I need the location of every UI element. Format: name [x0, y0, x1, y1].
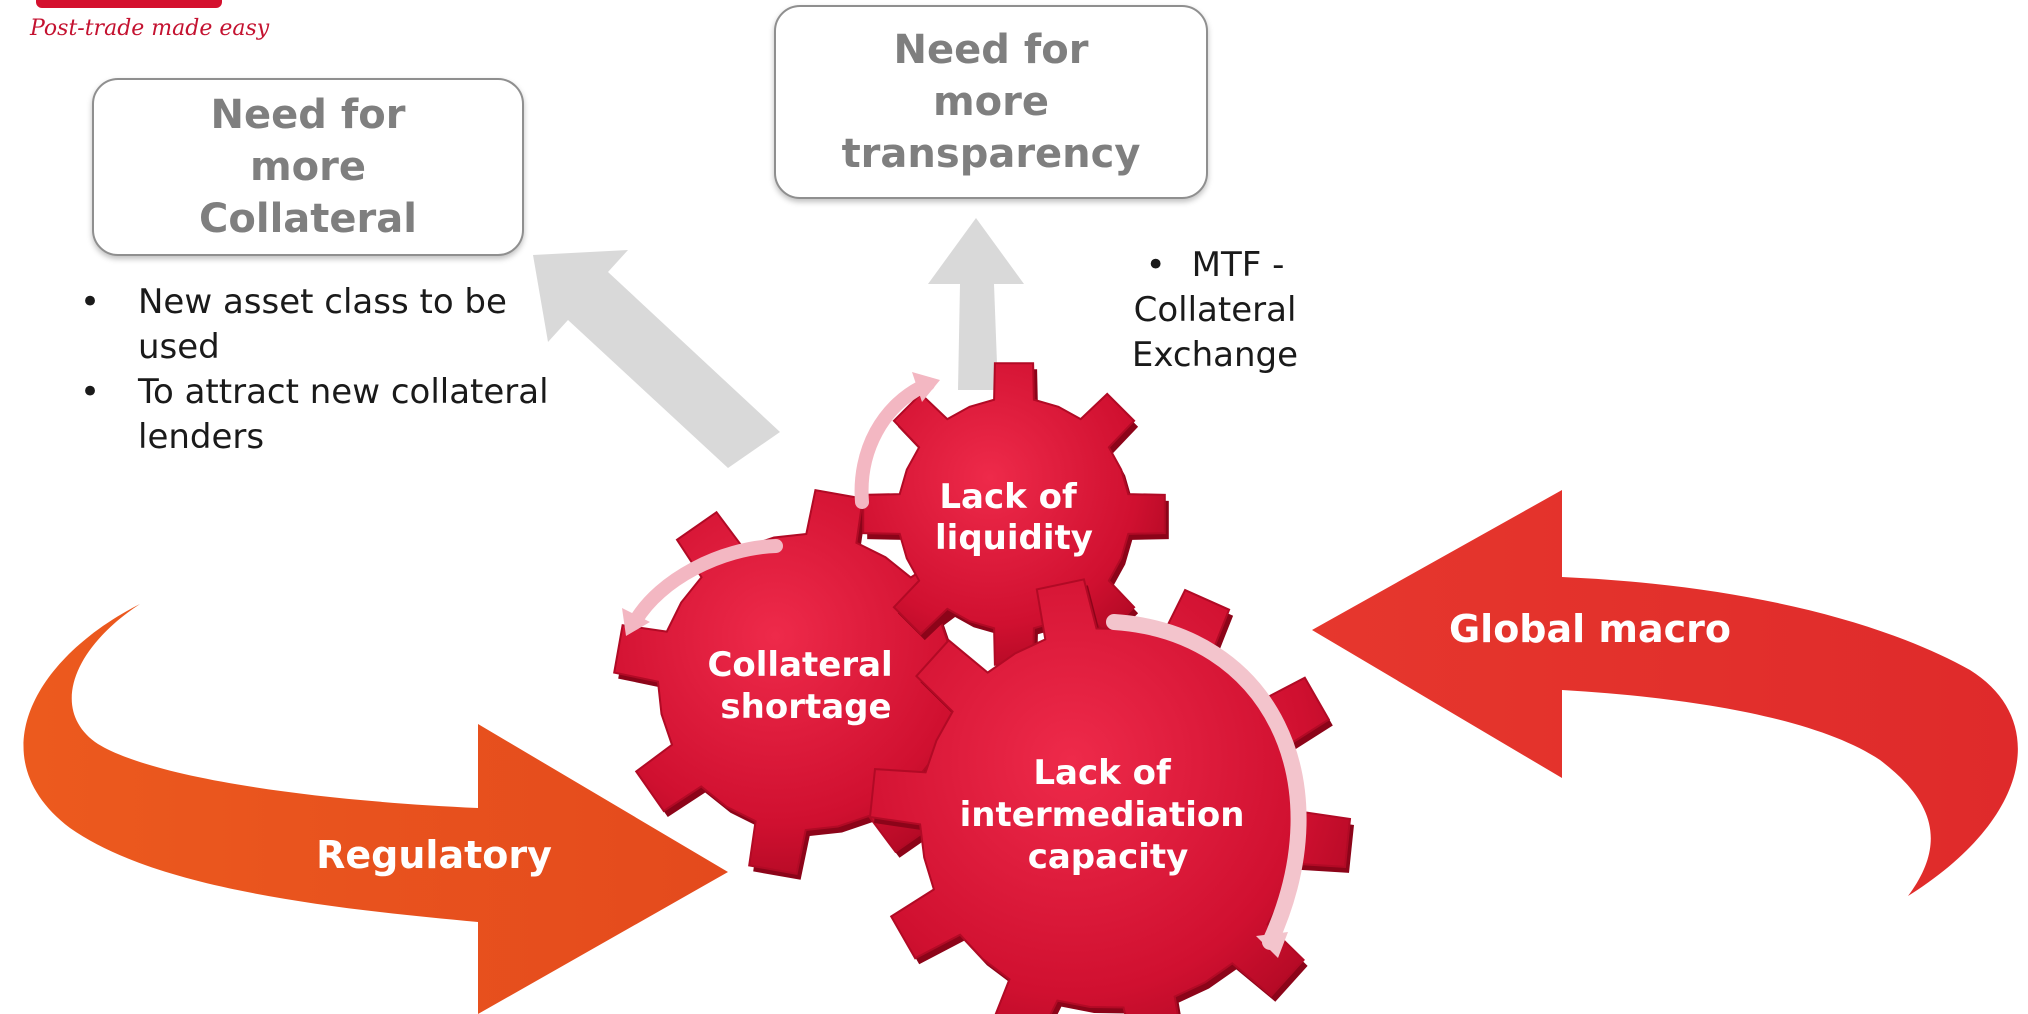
list-item: MTF - Collateral Exchange	[1110, 243, 1320, 378]
pointer-arrow-transparency	[928, 218, 1024, 390]
cycle-arrow-liquidity-head	[912, 372, 940, 402]
pointer-arrow-collateral	[533, 250, 780, 468]
need-transparency-box: Need for more transparency	[774, 5, 1208, 199]
need-collateral-line: more	[249, 144, 366, 190]
need-transparency-line: more	[932, 79, 1049, 125]
gear-lack-of-intermediation-capacity	[868, 578, 1352, 1014]
collateral-bullet-list: New asset class to be used To attract ne…	[80, 280, 550, 460]
cycle-arrow-shortage-head	[622, 608, 650, 636]
cycle-arrow-capacity-head	[1256, 932, 1288, 958]
brand-tagline: Post-trade made easy	[30, 16, 270, 41]
cycle-arrow-shortage	[629, 539, 783, 627]
gear-lack-of-liquidity	[862, 362, 1166, 666]
transparency-bullet-list: MTF - Collateral Exchange	[1110, 243, 1320, 378]
cycle-arrow-capacity	[1106, 614, 1307, 950]
global-macro-label: Global macro	[1449, 607, 1731, 651]
need-collateral-line: Collateral	[199, 196, 417, 242]
list-item: To attract new collateral lenders	[80, 370, 550, 460]
gear-label-liquidity: Lack of liquidity	[935, 477, 1093, 558]
gear-label-capacity: Lack of intermediation capacity	[960, 753, 1257, 877]
brand-logo-bar	[36, 0, 222, 8]
need-transparency-line: transparency	[841, 131, 1141, 177]
regulatory-label: Regulatory	[316, 833, 552, 877]
global-macro-arrow	[1312, 490, 2018, 896]
list-item: New asset class to be used	[80, 280, 550, 370]
need-collateral-box: Need for more Collateral	[92, 78, 524, 256]
regulatory-arrow	[23, 604, 728, 1014]
gear-layer	[613, 362, 1354, 1014]
need-transparency-line: Need for	[893, 27, 1089, 73]
need-collateral-line: Need for	[210, 92, 406, 138]
cycle-arrow-liquidity	[854, 377, 935, 509]
gear-label-shortage: Collateral shortage	[707, 645, 904, 727]
